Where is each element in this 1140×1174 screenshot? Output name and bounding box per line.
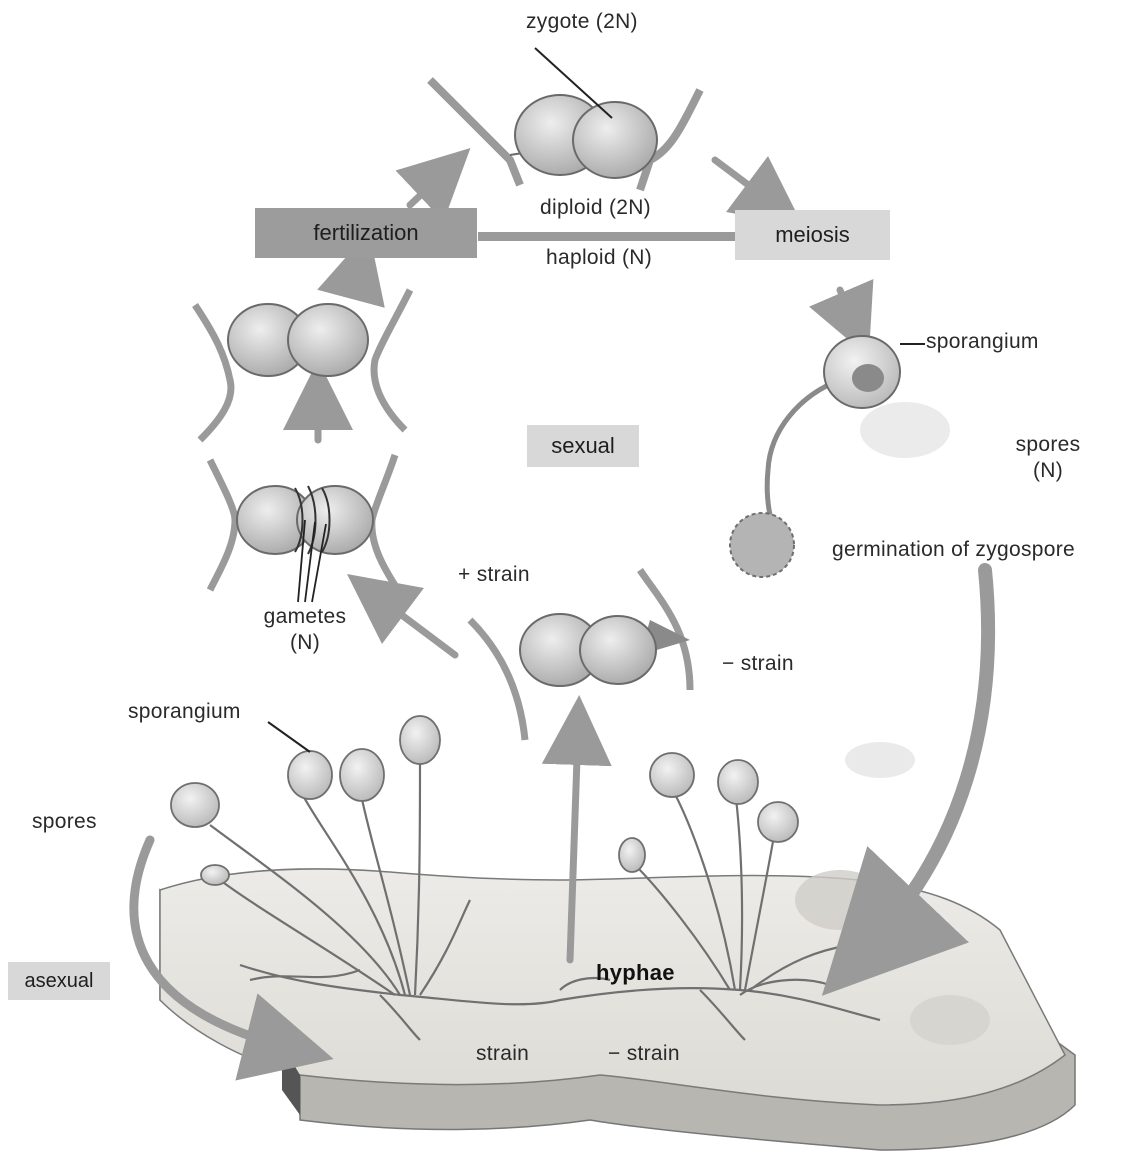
spores-label-line1: spores — [1008, 432, 1088, 458]
gametes-label-line1: gametes — [250, 604, 360, 630]
asexual-box: asexual — [8, 962, 110, 1000]
spores-haploid-label: spores (N) — [1008, 432, 1088, 484]
diploid-label: diploid (2N) — [540, 196, 651, 220]
haploid-label: haploid (N) — [546, 246, 652, 270]
sexual-label: sexual — [551, 433, 615, 459]
fertilization-box: fertilization — [255, 208, 477, 258]
sexual-box: sexual — [527, 425, 639, 467]
gametes-label-line2: (N) — [250, 630, 360, 656]
spores-label-line2: (N) — [1008, 458, 1088, 484]
zygote-label: zygote (2N) — [526, 10, 638, 34]
sporangium-icon — [171, 716, 798, 885]
fused-gametangia-icon — [195, 290, 410, 440]
asexual-label: asexual — [25, 970, 94, 993]
sporangium-top-label: sporangium — [926, 330, 1039, 354]
minus-strain-bottom-label: − strain — [608, 1042, 680, 1066]
conjugating-hyphae-icon — [470, 570, 690, 740]
sporangium-pointer-bottom — [268, 722, 310, 752]
germination-label: germination of zygospore — [832, 538, 1075, 562]
fertilization-label: fertilization — [313, 220, 418, 246]
gametes-label: gametes (N) — [250, 604, 360, 656]
strain-bottom-label: strain — [476, 1042, 529, 1066]
plus-strain-label: + strain — [458, 563, 530, 587]
minus-strain-top-label: − strain — [722, 652, 794, 676]
spores-left-label: spores — [32, 810, 97, 834]
sporangium-bottom-label: sporangium — [128, 700, 241, 724]
zygote-icon — [430, 80, 700, 190]
meiosis-label: meiosis — [775, 222, 850, 248]
ploidy-divider-bar — [478, 232, 736, 241]
hyphae-label: hyphae — [596, 960, 675, 986]
meiosis-box: meiosis — [735, 210, 890, 260]
